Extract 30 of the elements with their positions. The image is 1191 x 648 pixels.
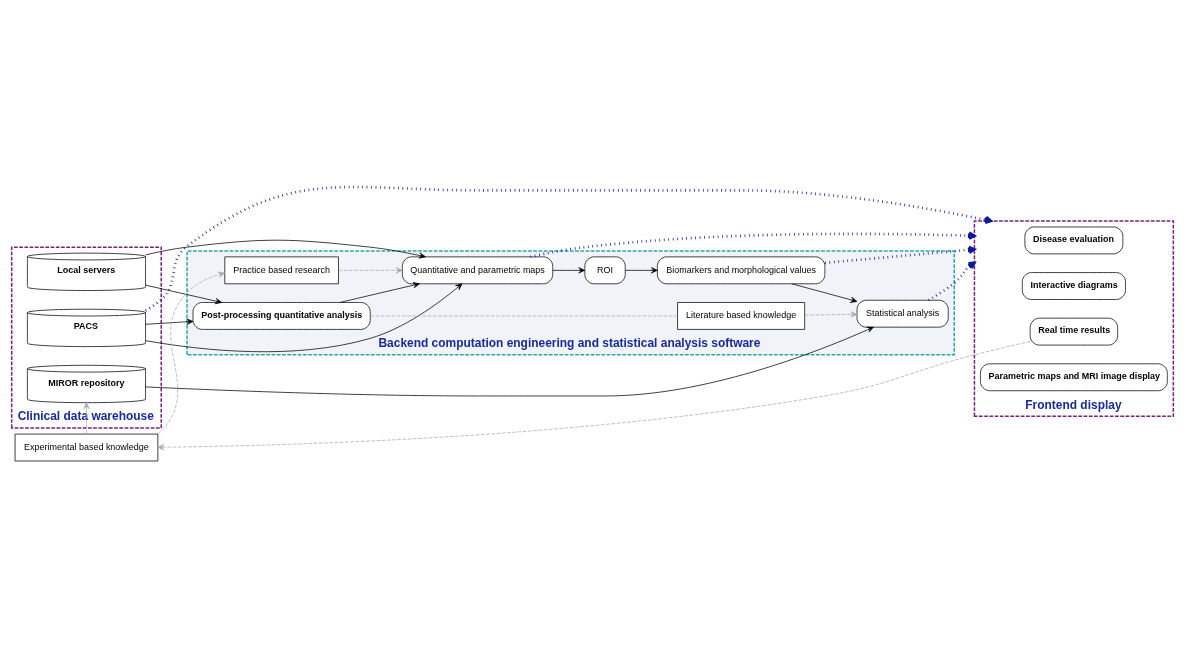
arrow xyxy=(927,261,976,302)
arrow xyxy=(145,283,463,353)
arrow xyxy=(83,402,90,435)
node-box: Practice based research xyxy=(224,256,339,285)
node-box: Quantitative and parametric maps xyxy=(402,256,554,285)
arrow xyxy=(144,185,993,312)
arrow xyxy=(791,283,858,303)
node-box: Experimental based knowledge xyxy=(14,433,159,462)
node-box: Biomarkers and morphological values xyxy=(657,256,826,285)
arrow xyxy=(157,341,1031,451)
arrow xyxy=(624,267,658,274)
arrow xyxy=(552,267,586,274)
arrow xyxy=(145,284,222,305)
arrow xyxy=(804,311,858,318)
node-box: Post-processing quantitative analysis xyxy=(192,302,371,330)
node-box: Parametric maps and MRI image display xyxy=(980,363,1168,392)
arrow xyxy=(145,318,194,325)
arrow xyxy=(338,267,403,274)
arrow xyxy=(145,239,426,259)
arrow xyxy=(145,326,874,397)
arrow xyxy=(339,282,420,303)
node-box: Disease evaluation xyxy=(1024,226,1124,255)
node-box: ROI xyxy=(584,256,626,285)
node-box: Interactive diagrams xyxy=(1021,272,1126,300)
node-box: Literature based knowledge xyxy=(677,302,806,330)
arrow xyxy=(157,271,225,435)
connector xyxy=(370,315,678,317)
node-box: Statistical analysis xyxy=(856,299,949,328)
arrow xyxy=(824,245,976,265)
node-box: Real time results xyxy=(1029,317,1118,346)
